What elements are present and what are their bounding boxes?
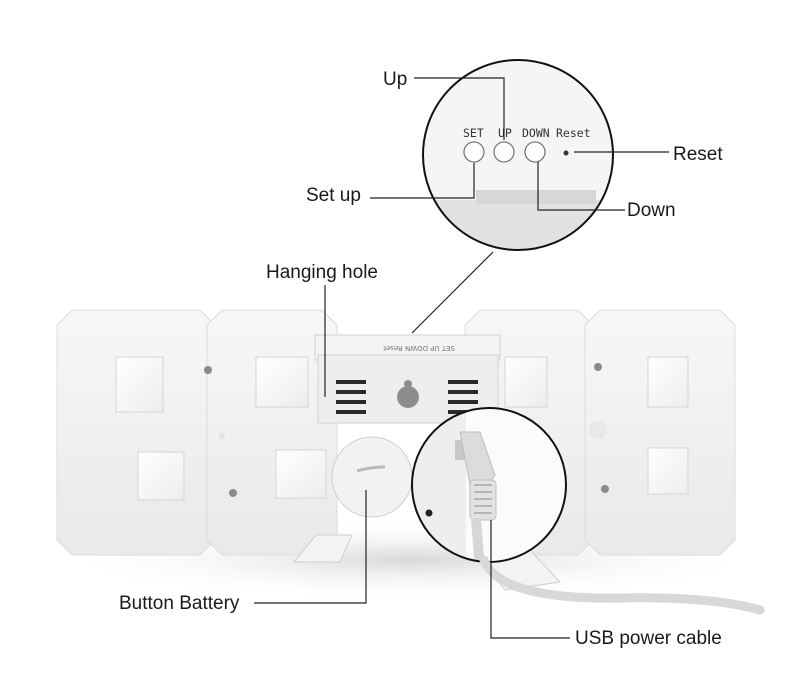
- svg-text:SET UP DOWN Reset: SET UP DOWN Reset: [383, 344, 455, 352]
- callout-set-up: Set up: [306, 185, 361, 206]
- reset-pinhole[interactable]: [563, 150, 569, 156]
- callout-button-battery: Button Battery: [119, 593, 240, 614]
- up-label: UP: [498, 126, 512, 140]
- vent-slots-left: [336, 380, 366, 414]
- leader-lines: [254, 77, 669, 639]
- set-button[interactable]: [463, 141, 485, 163]
- callout-down: Down: [627, 200, 676, 221]
- up-button[interactable]: [493, 141, 515, 163]
- callout-hanging-hole: Hanging hole: [266, 262, 378, 283]
- buttons-zoom-circle: SET UP DOWN Reset: [422, 59, 614, 251]
- usb-cable: [479, 555, 765, 615]
- digit-block-4: [584, 309, 736, 556]
- set-label: SET: [463, 126, 484, 140]
- callout-up: Up: [383, 69, 408, 90]
- digit-block-1: [56, 309, 216, 556]
- callout-reset: Reset: [673, 144, 723, 165]
- digit-block-2: [206, 309, 338, 556]
- usb-zoom-circle: [411, 407, 567, 563]
- rear-module: SET UP DOWN Reset: [314, 334, 501, 424]
- reset-label: Reset: [556, 126, 591, 140]
- screws: [204, 363, 609, 497]
- down-label: DOWN: [522, 126, 550, 140]
- battery-cover: [331, 436, 413, 518]
- down-button[interactable]: [524, 141, 546, 163]
- callout-usb-power-cable: USB power cable: [575, 628, 722, 649]
- hanging-hole: [397, 380, 419, 408]
